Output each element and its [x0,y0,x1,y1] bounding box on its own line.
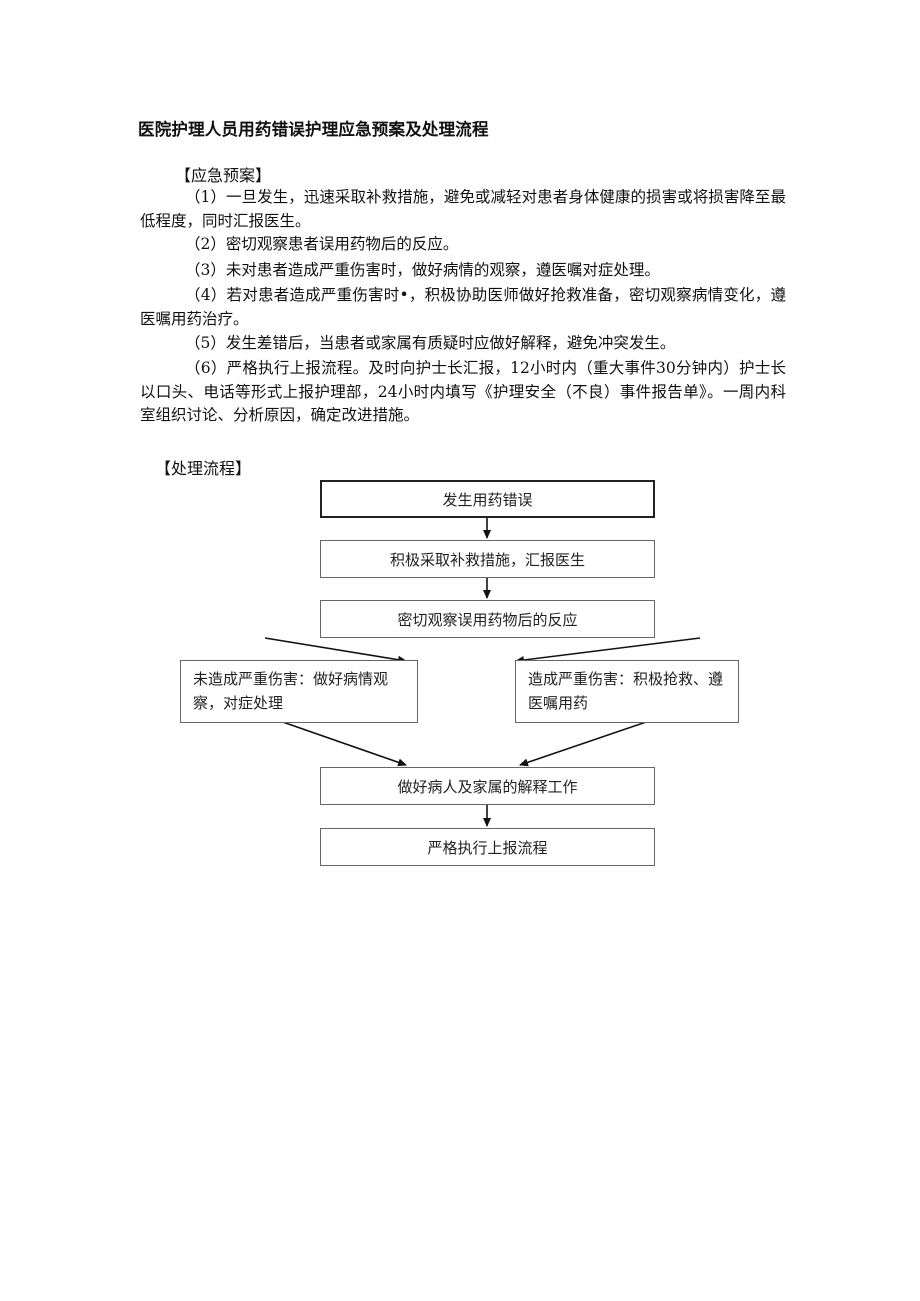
flow-branch-no-serious-harm: 未造成严重伤害：做好病情观察，对症处理 [180,660,418,723]
flow-step-occur: 发生用药错误 [320,480,655,518]
plan-heading: 【应急预案】 [175,166,272,185]
arrow-to-left-branch [264,637,407,664]
flow-step-explain: 做好病人及家属的解释工作 [320,767,655,805]
flow-step-explain-label: 做好病人及家属的解释工作 [397,777,578,796]
flow-branch-serious-harm: 造成严重伤害：积极抢救、遵医嘱用药 [515,660,739,723]
plan-item-6: （6）严格执行上报流程。及时向护士长汇报，12小时内（重大事件30分钟内）护士长… [140,359,786,424]
plan-item-2: （2）密切观察患者误用药物后的反应。 [185,235,459,253]
flow-step-remedy: 积极采取补救措施，汇报医生 [320,540,655,578]
plan-item-3: （3）未对患者造成严重伤害时，做好病情的观察，遵医嘱对症处理。 [185,261,660,279]
flow-step-report-label: 严格执行上报流程 [427,838,548,857]
flow-branch-no-serious-harm-label: 未造成严重伤害：做好病情观察，对症处理 [193,670,389,712]
plan-item-4: （4）若对患者造成严重伤害时•，积极协助医师做好抢救准备，密切观察病情变化，遵医… [140,286,786,328]
flow-step-occur-label: 发生用药错误 [442,490,533,509]
plan-item-5: （5）发生差错后，当患者或家属有质疑时应做好解释，避免冲突发生。 [185,334,676,352]
flow-step-remedy-label: 积极采取补救措施，汇报医生 [389,550,585,569]
flow-step-observe: 密切观察误用药物后的反应 [320,600,655,638]
plan-item-1: （1）一旦发生，迅速采取补救措施，避免或减轻对患者身体健康的损害或将损害降至最低… [140,188,786,230]
document-title: 医院护理人员用药错误护理应急预案及处理流程 [138,120,489,139]
arrow-to-right-branch [515,637,701,664]
arrow-left-to-step4 [276,719,407,767]
flow-step-report: 严格执行上报流程 [320,828,655,866]
flow-step-observe-label: 密切观察误用药物后的反应 [397,610,578,629]
flow-branch-serious-harm-label: 造成严重伤害：积极抢救、遵医嘱用药 [528,670,724,712]
arrow-right-to-step4 [519,719,653,767]
flow-heading: 【处理流程】 [155,459,252,478]
